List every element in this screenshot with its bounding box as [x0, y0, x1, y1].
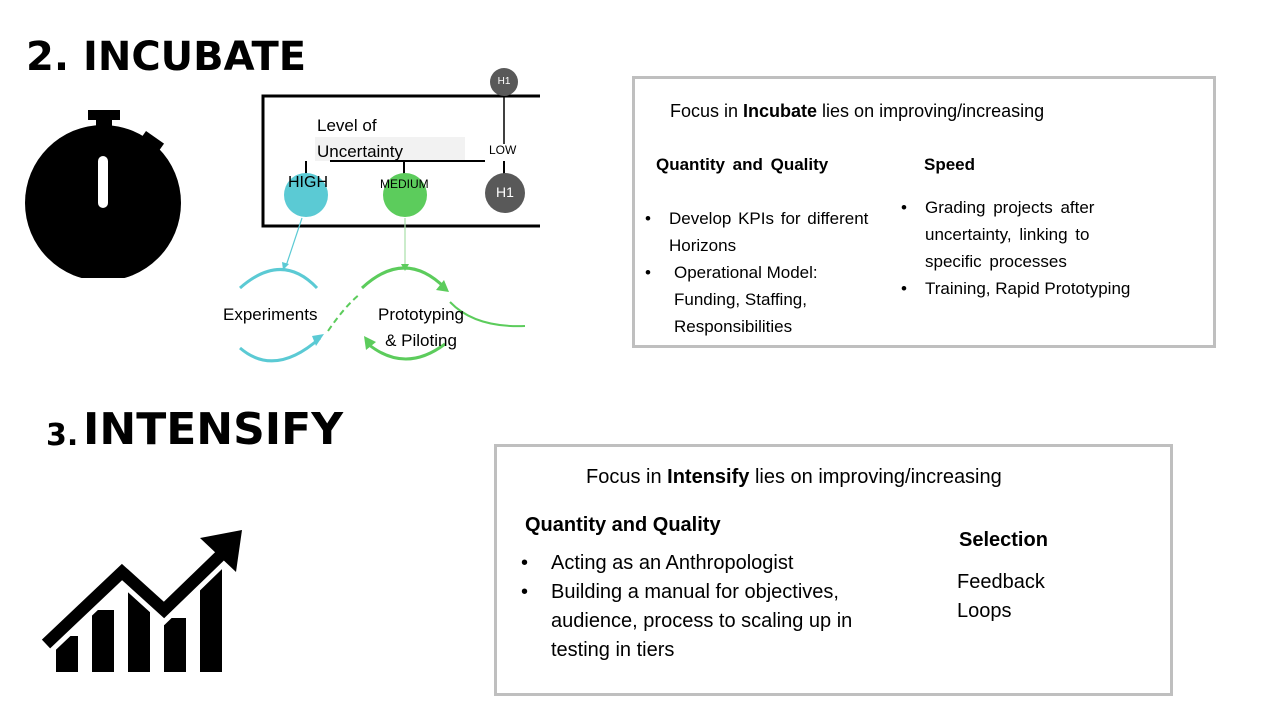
medium-label: MEDIUM	[380, 177, 429, 191]
incubate-title: 2. INCUBATE	[26, 34, 307, 80]
list-item: Operational Model: Funding, Staffing, Re…	[645, 259, 854, 340]
intensify-number: 3.	[46, 418, 79, 453]
list-item: Develop KPIs for different Horizons	[645, 205, 895, 259]
uncertainty-diagram	[239, 68, 540, 363]
low-label: LOW	[489, 143, 517, 157]
prototyping-label: Prototyping & Piloting	[378, 305, 464, 350]
h1-top-node	[490, 68, 518, 96]
list-item: Training, Rapid Prototyping	[901, 275, 1201, 302]
intensify-col1-list: Acting as an Anthropologist Building a m…	[521, 549, 881, 665]
list-item: Building a manual for objectives, audien…	[521, 578, 881, 665]
intensify-col1-title: Quantity and Quality	[525, 514, 721, 536]
incubate-col2-title: Speed	[924, 155, 976, 174]
uncertainty-label: Level of Uncertainty	[317, 116, 403, 161]
intensify-focus-heading: Focus in Intensify lies on improving/inc…	[586, 466, 1002, 488]
incubate-col2-list: Grading projects after uncertainty, link…	[901, 194, 1201, 302]
h1-top-label: H1	[497, 76, 511, 87]
growth-chart-icon	[40, 530, 242, 672]
stopwatch-icon	[25, 110, 181, 278]
medium-node	[383, 173, 427, 217]
list-item: Acting as an Anthropologist	[521, 549, 881, 578]
intensify-col2-text: Feedback Loops	[957, 571, 1045, 622]
high-label: HIGH	[288, 174, 328, 191]
high-node	[284, 173, 328, 217]
h1-node-label: H1	[496, 184, 514, 200]
incubate-col1-title: Quantity and Quality	[656, 155, 829, 174]
intensify-focus-box: Focus in Intensify lies on improving/inc…	[494, 444, 1173, 696]
h1-node	[485, 173, 525, 213]
intensify-title: INTENSIFY	[83, 404, 344, 455]
incubate-focus-box: Focus in Incubate lies on improving/incr…	[632, 76, 1216, 348]
incubate-focus-heading: Focus in Incubate lies on improving/incr…	[670, 101, 1045, 121]
incubate-col1-list: Develop KPIs for different Horizons Oper…	[645, 205, 895, 340]
list-item: Grading projects after uncertainty, link…	[901, 194, 1135, 275]
intensify-col2-title: Selection	[959, 529, 1048, 551]
experiments-label: Experiments	[223, 305, 318, 324]
